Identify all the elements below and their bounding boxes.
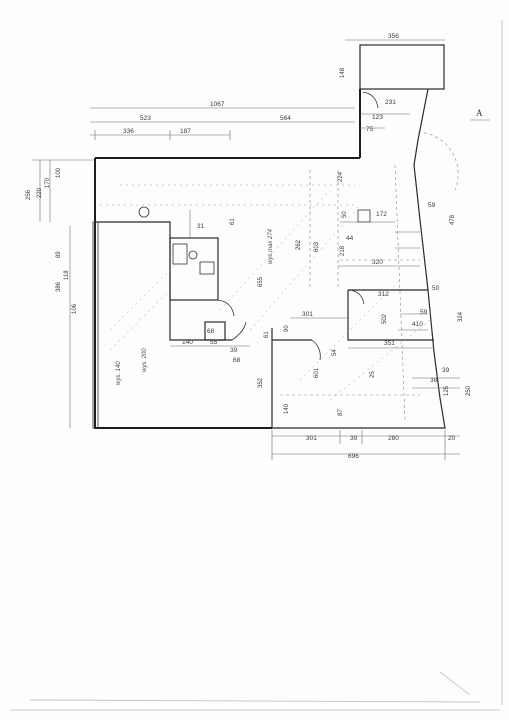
dim-59b: 59 [420,309,428,316]
dim-61: 61 [230,218,236,225]
dim-68b: 68 [233,357,241,364]
washbasin [199,261,215,275]
arc-bay [417,131,459,191]
dim-90: 90 [284,325,290,332]
dim-106: 106 [72,303,78,314]
dim-312: 312 [378,291,389,298]
ghost-line-2 [109,289,171,351]
dim-31: 31 [197,223,205,230]
dim-187: 187 [180,128,191,135]
dim-118: 118 [64,270,70,280]
dim-25: 25 [370,371,376,378]
bathroom [169,237,219,301]
dim-61b: 61 [264,331,270,338]
dim-601: 601 [314,367,320,378]
dim-523: 523 [140,115,151,122]
wall-east-slanted [272,164,446,429]
dim-256: 256 [26,189,32,200]
dim-39a: 39 [230,347,238,354]
dim-324: 324 [458,311,464,322]
dim-250: 250 [466,385,472,396]
ghost-line-4 [249,204,361,331]
dim-140: 140 [182,339,193,346]
door-swing-annex [362,91,379,109]
dim-39b: 39 [442,367,450,374]
dim-218: 218 [340,245,346,256]
dim-280: 280 [388,435,399,442]
wall-west-south [94,158,272,429]
dim-125: 125 [444,385,450,396]
dim-386: 386 [56,281,62,292]
dim-1067: 1067 [210,101,225,108]
door-swing-kitchen [231,321,247,341]
dim-262: 262 [296,239,302,250]
dim-320: 320 [372,259,383,266]
dim-50-box: 50 [342,211,348,218]
arrow-marks-east [340,221,428,331]
door-swing-room [349,289,365,305]
dim-478: 478 [450,214,456,225]
scan-corner-mark [439,671,471,696]
column-box [357,209,371,223]
dash-vert-3 [394,164,406,421]
dim-301b: 301 [306,435,317,442]
kitchen-block [204,321,226,341]
dim-50: 50 [432,285,440,292]
dim-140b: 140 [284,403,290,414]
dim-44: 44 [346,235,354,242]
dim-351: 351 [384,340,395,347]
section-mark: A [476,108,483,118]
dim-148: 148 [340,67,346,78]
dim-356: 356 [388,33,399,40]
corridor-wall-right [413,88,429,166]
dim-123: 123 [372,114,383,121]
dim-231: 231 [385,99,396,106]
dim-38: 38 [430,377,438,384]
wc-fixture [188,250,198,260]
dim-220: 220 [37,187,43,198]
dim-100: 100 [56,167,62,178]
scan-bottom-strip [29,699,481,703]
dim-87: 87 [338,409,344,416]
ghost-line-1 [109,259,181,331]
dim-170: 170 [45,177,51,188]
door-swing-bath [217,299,235,317]
dim-502: 502 [382,313,388,324]
dim-603: 603 [314,241,320,252]
dim-59: 59 [428,202,436,209]
dim-655: 655 [258,276,264,287]
note-h-140: wys. 140 [116,361,122,385]
dim-54: 54 [332,349,338,356]
dim-55: 55 [210,339,218,346]
dim-20: 20 [448,435,456,442]
dim-75: 75 [366,126,374,133]
annex-room [359,44,445,90]
dim-301a: 301 [302,311,313,318]
dim-352: 352 [258,377,264,388]
dim-89: 89 [56,251,62,258]
round-fixture [138,206,150,218]
dim-39c: 39 [350,435,358,442]
west-wall-thickness [92,221,99,429]
dim-564: 564 [280,115,291,122]
note-h-200: wys. 200 [142,348,148,372]
dim-224: 224 [338,171,344,182]
note-max-274: wys.max 274 [268,228,274,264]
dim-336: 336 [123,128,134,135]
dim-410: 410 [412,321,423,328]
dim-68: 68 [207,328,215,335]
dim-696: 696 [348,453,359,460]
shower-tray [172,243,188,265]
door-swing-south [311,339,321,361]
dim-172: 172 [376,211,387,218]
